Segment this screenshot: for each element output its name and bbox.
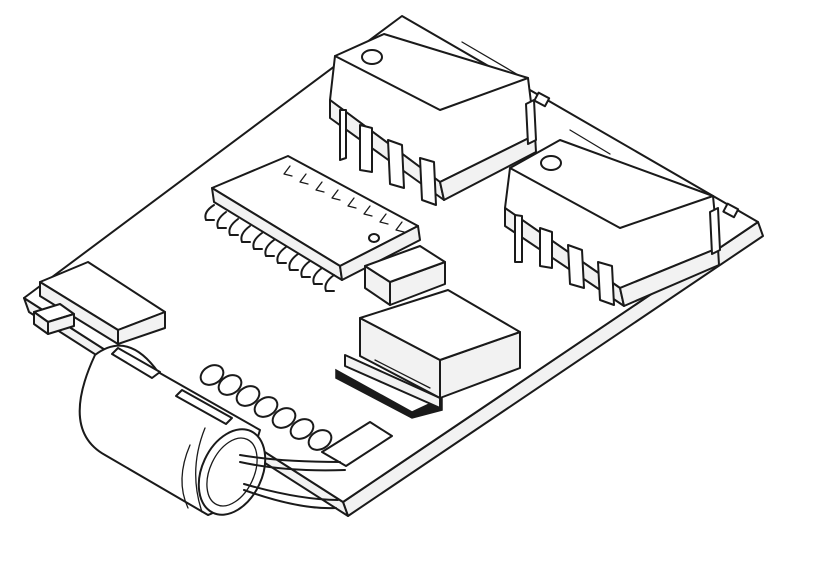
dip-chip-right <box>504 139 740 307</box>
pin1-marker-icon <box>540 155 562 171</box>
electrolytic-capacitor <box>78 344 267 516</box>
inductor-module <box>335 289 521 419</box>
pin1-marker-icon <box>368 233 380 243</box>
pin1-marker-icon <box>361 49 383 65</box>
smd-component <box>364 245 446 306</box>
soic-chip <box>204 155 421 292</box>
header-connector <box>33 261 166 345</box>
dip-chip-top <box>329 33 551 206</box>
wire-leads <box>239 454 346 510</box>
coil-spring <box>199 364 333 451</box>
